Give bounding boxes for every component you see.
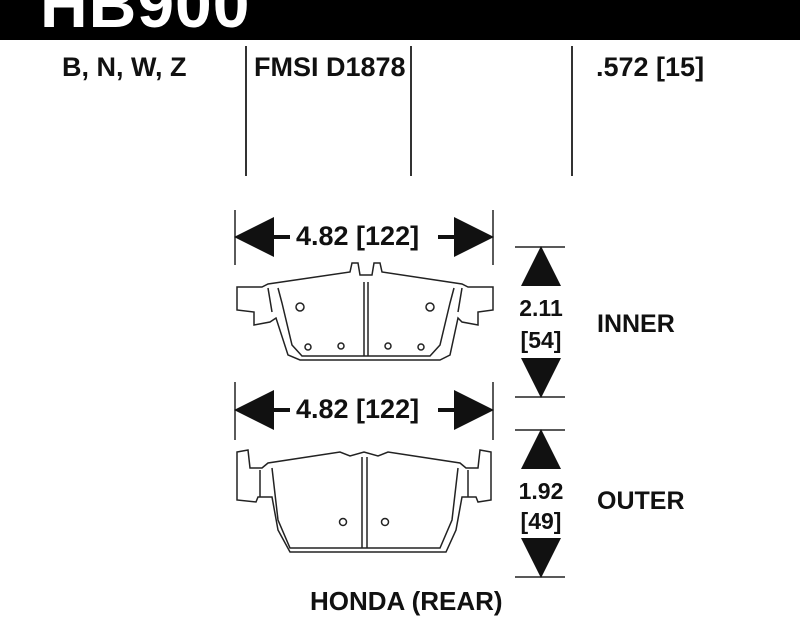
inner-height-in: 2.11	[511, 293, 571, 323]
pad-drawing	[234, 210, 565, 578]
outer-height-in: 1.92	[511, 476, 571, 506]
vehicle-caption: HONDA (REAR)	[310, 586, 503, 616]
inner-width-label: 4.82 [122]	[296, 221, 420, 251]
outer-height-mm: [49]	[511, 506, 571, 536]
inner-pad-edge-right	[457, 287, 463, 313]
pad-thickness: .572 [15]	[596, 52, 705, 82]
compound-codes: B, N, W, Z	[62, 52, 187, 82]
inner-pad	[236, 262, 494, 361]
outer-width-label: 4.82 [122]	[296, 394, 420, 424]
outer-pad-outline	[236, 449, 492, 553]
inner-hole-3	[304, 343, 312, 351]
divider-3	[571, 46, 573, 176]
outer-pad	[236, 449, 492, 553]
outer-hole-1	[338, 517, 348, 527]
inner-height-mm: [54]	[511, 325, 571, 355]
part-number: HB900	[40, 0, 251, 40]
inner-height-dimension	[515, 246, 565, 398]
divider-1	[245, 46, 247, 176]
inner-side-label: INNER	[597, 310, 675, 338]
inner-hole-5	[384, 342, 392, 350]
inner-pad-edge-left	[267, 287, 273, 313]
inner-width-dimension	[234, 210, 494, 265]
inner-pad-outline	[236, 262, 494, 361]
inner-hole-4	[337, 342, 345, 350]
outer-height-dimension	[515, 429, 565, 578]
outer-friction-outline	[271, 467, 459, 549]
outer-width-dimension	[234, 382, 494, 440]
outer-side-label: OUTER	[597, 487, 685, 515]
fmsi-number: FMSI D1878	[254, 52, 406, 82]
inner-hole-6	[417, 343, 425, 351]
inner-friction-outline	[277, 287, 455, 357]
inner-hole-2	[425, 302, 435, 312]
outer-hole-2	[380, 517, 390, 527]
header-bar: HB900	[0, 0, 800, 40]
divider-2	[410, 46, 412, 176]
inner-hole-1	[295, 302, 305, 312]
